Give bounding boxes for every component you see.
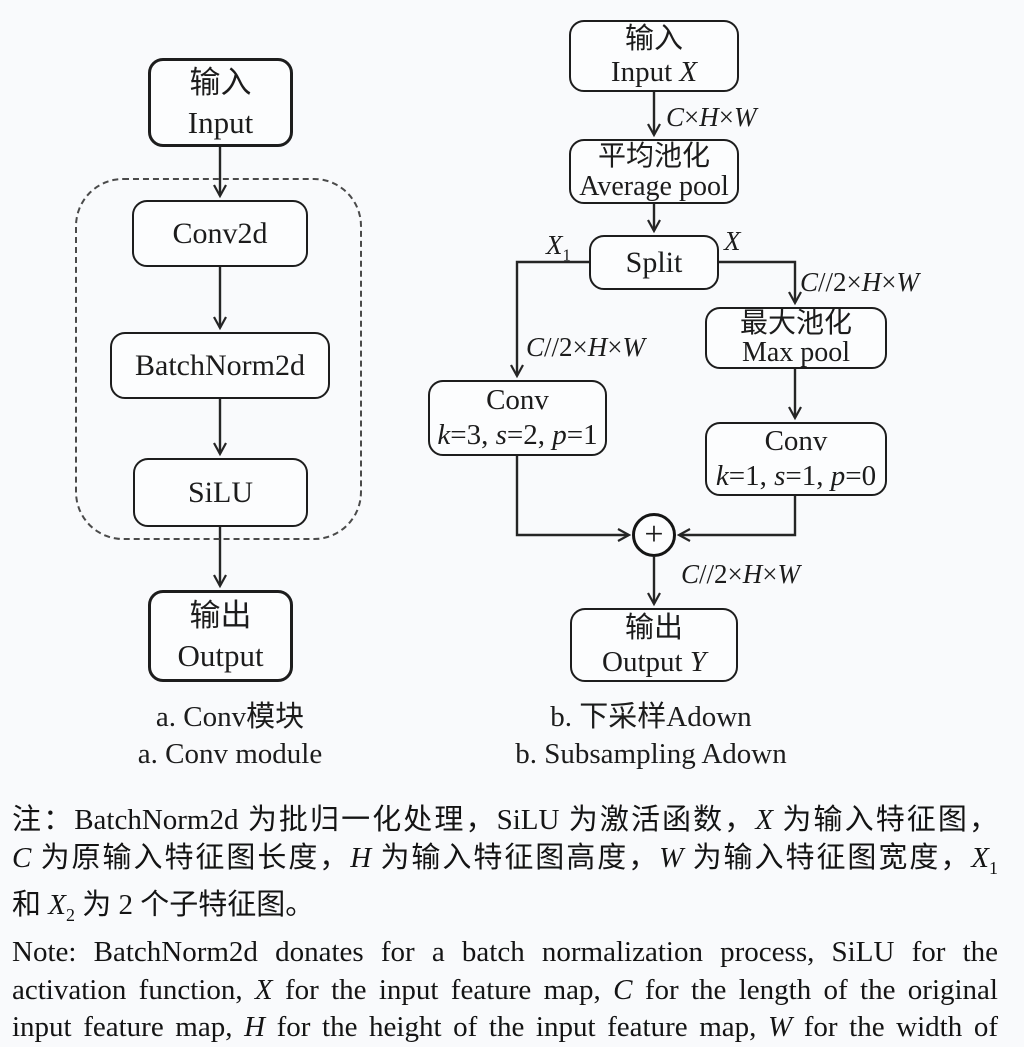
edge-label-x1: X1: [546, 230, 571, 265]
node-a-silu-label: SiLU: [187, 475, 253, 509]
edge-label-c2hw-right: C//2×H×W: [800, 267, 919, 297]
edge-label-chw: C×H×W: [666, 102, 757, 132]
node-b-output: 输出 Output Y: [570, 608, 738, 682]
figure-note: 注：BatchNorm2d 为批归一化处理，SiLU 为激活函数，X 为输入特征…: [12, 802, 998, 1047]
caption-b-en: b. Subsampling Adown: [515, 738, 787, 770]
node-a-input-en: Input: [187, 104, 254, 140]
note-line-5: activation function, X for the input fea…: [12, 973, 998, 1006]
sum-symbol: +: [644, 516, 664, 553]
node-b-output-en: Output Y: [602, 646, 706, 678]
node-b-conv-left-params: k=3, s=2, p=1: [437, 419, 598, 451]
node-a-input: 输入 Input: [148, 58, 293, 147]
caption-b-cn: b. 下采样Adown: [550, 701, 752, 733]
conv-module-dashed-boundary: [75, 178, 362, 540]
caption-a: a. Conv模块 a. Conv module: [78, 699, 382, 773]
node-a-input-cn: 输入: [189, 64, 252, 100]
node-b-output-cn: 输出: [624, 612, 683, 644]
figure-page: { "colors": { "background": "#f9fafc", "…: [12, 20, 998, 1044]
node-b-conv-right-params: k=1, s=1, p=0: [715, 460, 877, 492]
node-a-output-en: Output: [177, 638, 264, 673]
node-a-output: 输出 Output: [148, 590, 293, 682]
node-a-conv2d-label: Conv2d: [172, 216, 268, 250]
edge-label-c2hw-left: C//2×H×W: [526, 332, 645, 362]
arrow-b-convleft-sum: [515, 456, 632, 542]
node-b-input-cn: 输入: [624, 23, 683, 55]
node-b-avgpool-cn: 平均池化: [597, 140, 710, 172]
node-a-conv2d: Conv2d: [132, 200, 308, 267]
caption-a-cn: a. Conv模块: [155, 701, 305, 733]
note-line-3: 和 X2 为 2 个子特征图。: [12, 888, 315, 925]
node-b-conv-right-title: Conv: [764, 425, 828, 457]
node-a-batchnorm-label: BatchNorm2d: [135, 348, 305, 382]
node-b-split: Split: [589, 235, 719, 290]
note-line-1: 注：BatchNorm2d 为批归一化处理，SiLU 为激活函数，X 为输入特征…: [12, 804, 998, 836]
node-b-maxpool: 最大池化 Max pool: [705, 307, 887, 369]
note-line-4: Note: BatchNorm2d donates for a batch no…: [12, 936, 998, 969]
caption-a-en: a. Conv module: [137, 738, 323, 770]
edge-label-x: X: [724, 226, 741, 256]
node-a-silu: SiLU: [133, 458, 308, 527]
node-b-maxpool-en: Max pool: [741, 337, 851, 368]
caption-b: b. 下采样Adown b. Subsampling Adown: [499, 699, 803, 773]
node-b-input-en: Input X: [610, 56, 698, 88]
node-b-avgpool-en: Average pool: [579, 170, 729, 202]
sum-junction-icon: +: [632, 513, 676, 557]
arrow-b-convright-sum: [676, 496, 797, 542]
note-line-6: input feature map, H for the height of t…: [12, 1011, 998, 1044]
node-b-conv-left-title: Conv: [486, 384, 549, 416]
node-b-conv-left: Conv k=3, s=2, p=1: [428, 380, 607, 456]
note-line-2: C 为原输入特征图长度，H 为输入特征图高度，W 为输入特征图宽度，X1: [12, 841, 998, 878]
node-b-conv-right: Conv k=1, s=1, p=0: [705, 422, 887, 496]
node-a-output-cn: 输出: [189, 598, 252, 633]
node-b-avgpool: 平均池化 Average pool: [569, 139, 739, 204]
node-b-maxpool-cn: 最大池化: [739, 308, 852, 339]
arrow-b-split-maxpool: [719, 260, 802, 306]
node-b-input: 输入 Input X: [569, 20, 739, 92]
edge-label-c2hw-out: C//2×H×W: [681, 559, 800, 589]
node-b-split-label: Split: [625, 245, 683, 279]
node-a-batchnorm: BatchNorm2d: [110, 332, 330, 399]
